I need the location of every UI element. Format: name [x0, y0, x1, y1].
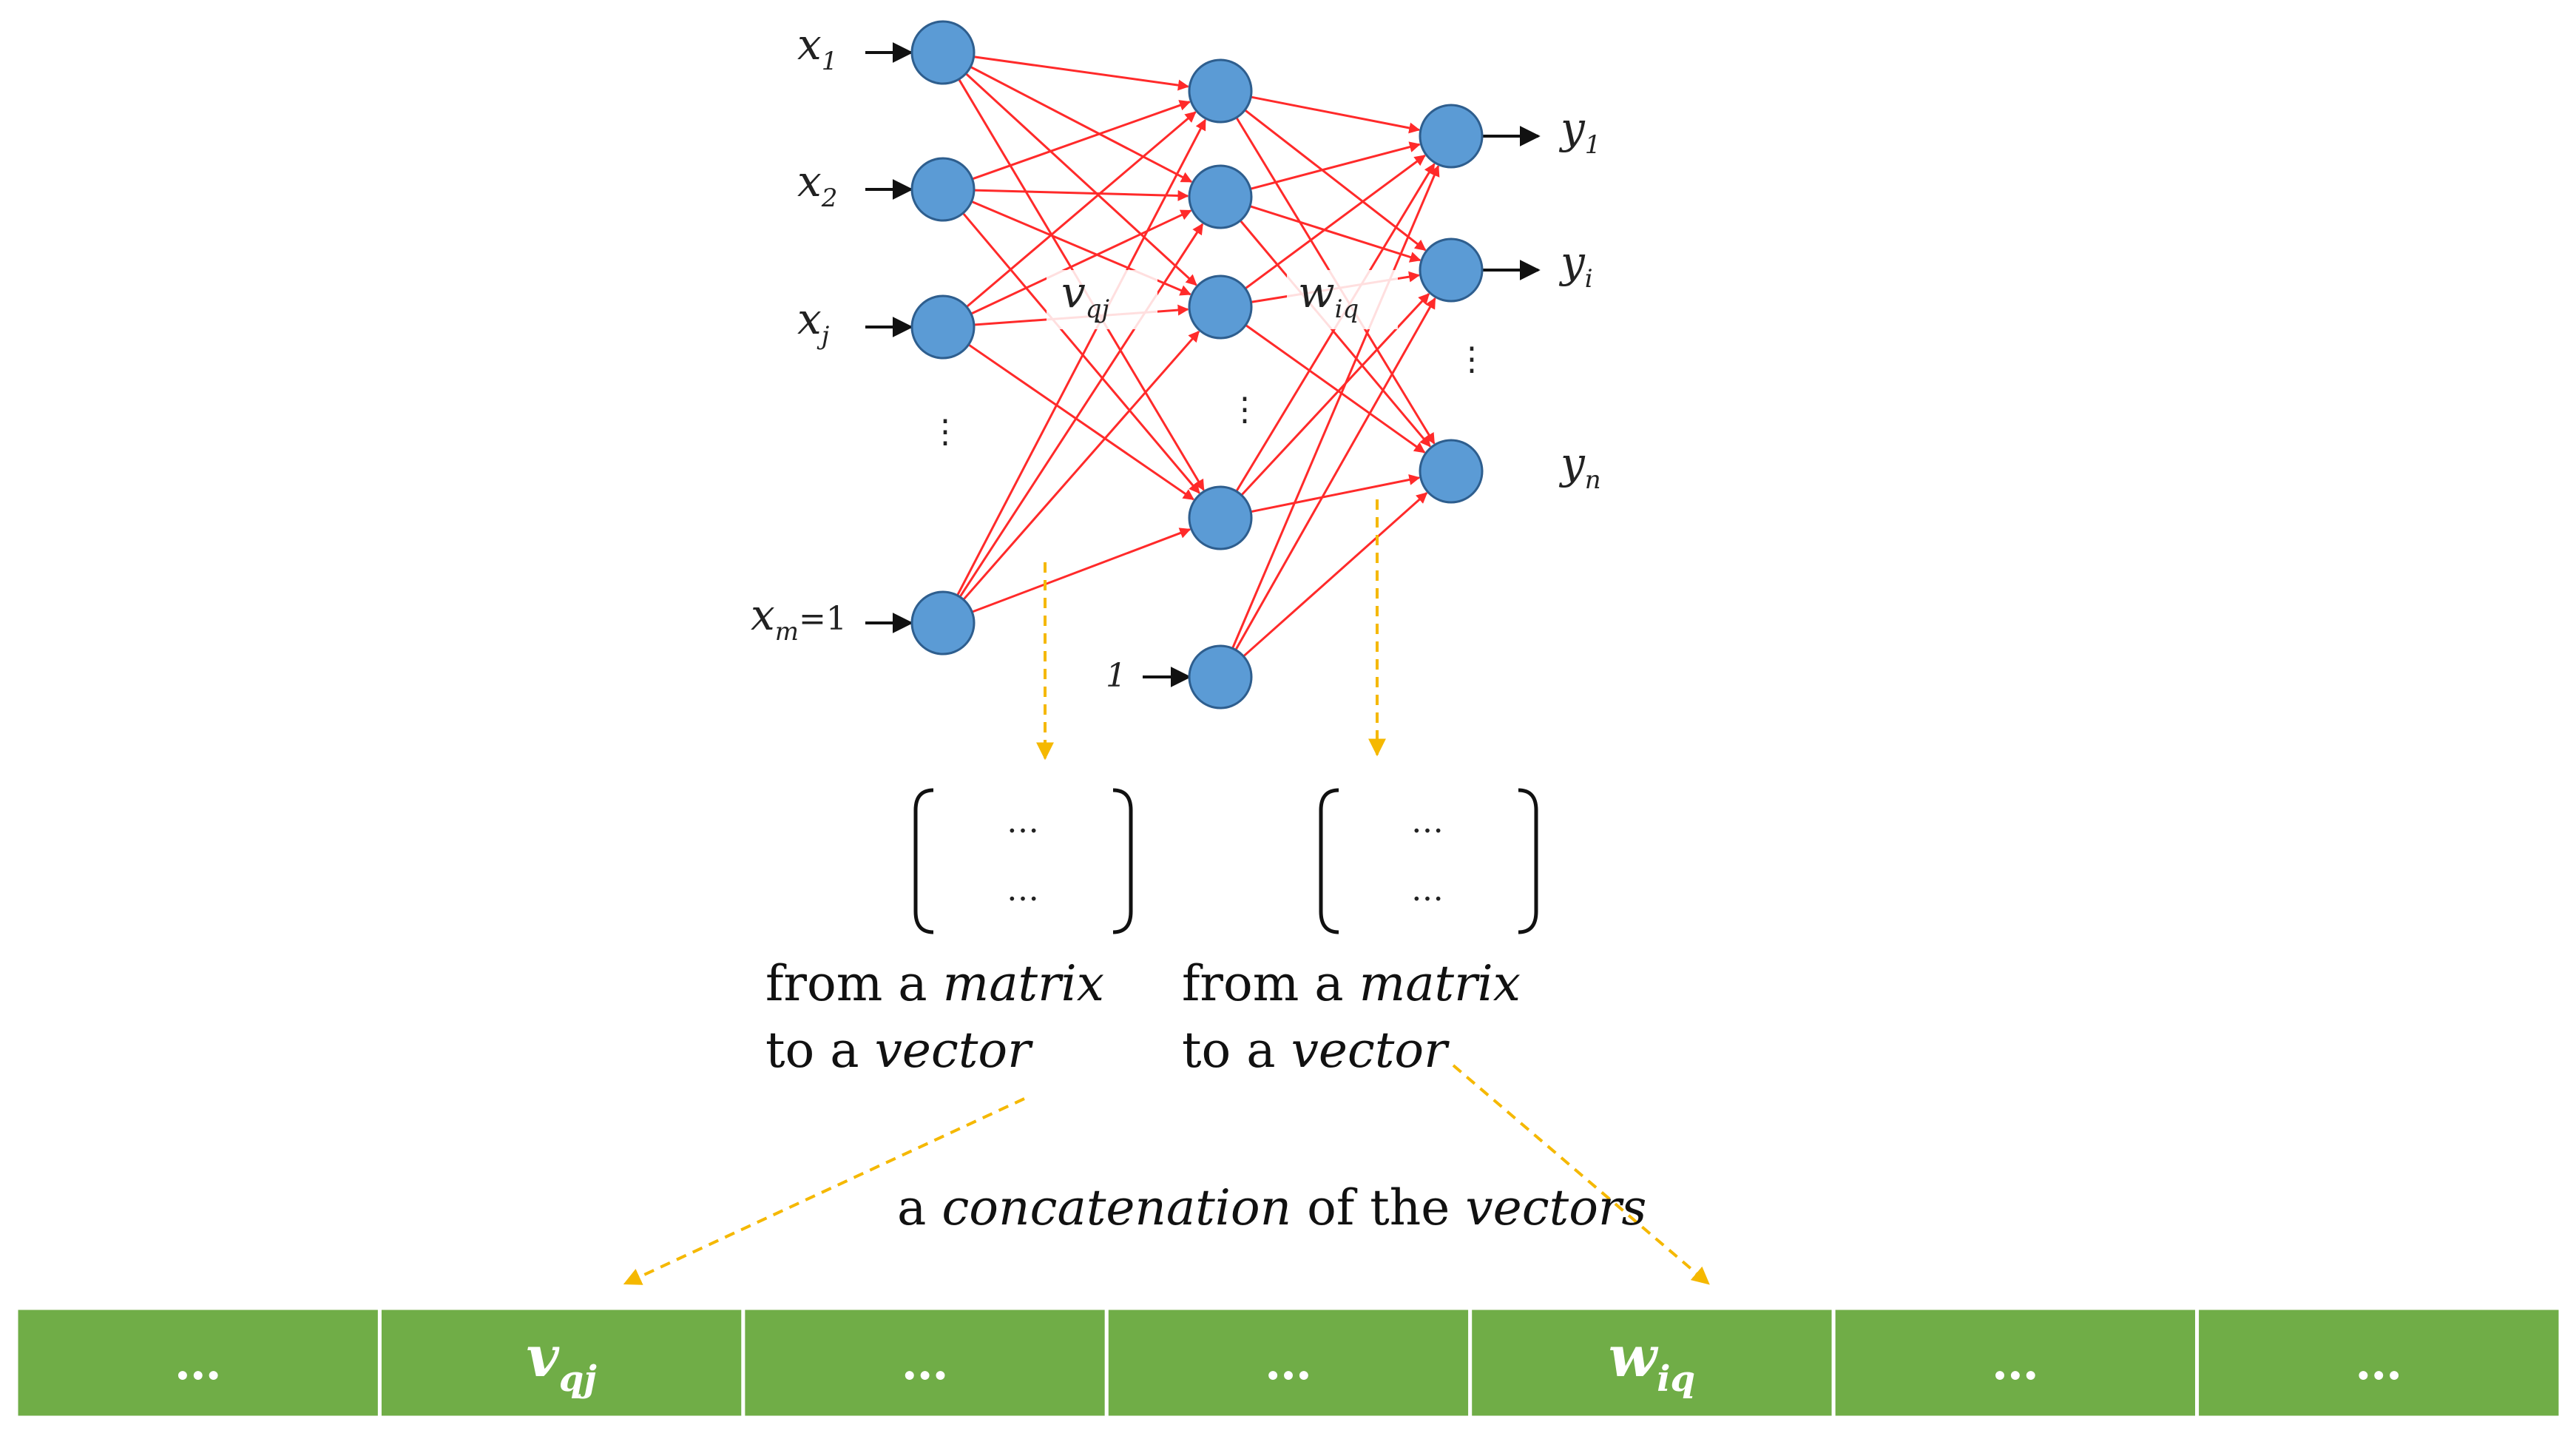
edge-hidden-4-output-1: [1234, 297, 1436, 651]
hidden-node-1: [1188, 58, 1253, 124]
matrix-right: … …: [1319, 788, 1538, 934]
matrix-left-row2: …: [1007, 871, 1039, 909]
edge-input-2-hidden-1: [970, 209, 1192, 315]
bias-label: 1: [1106, 657, 1126, 695]
vector-cell: [741, 1306, 1109, 1420]
edge-input-1-hidden-3: [961, 212, 1200, 494]
edge-input-2-hidden-3: [967, 343, 1194, 501]
vector-cell: [14, 1306, 382, 1420]
vector-cell-label: vqj: [527, 1324, 597, 1400]
input-ellipsis: ⋮: [929, 413, 961, 451]
caption-left-line1: from a matrix: [765, 955, 1104, 1012]
vector-cell: [2195, 1306, 2563, 1420]
input-node-1: [910, 20, 976, 85]
concatenated-vector-bar: … vqj … … wiq … …: [14, 1306, 2563, 1420]
weight-label-v: vqj: [1061, 267, 1110, 324]
matrix-left: … …: [913, 788, 1133, 934]
bracket-left-close: [1112, 788, 1133, 934]
output-node-1: [1419, 104, 1484, 169]
input-node-j: [910, 294, 976, 360]
caption-right-line1: from a matrix: [1182, 955, 1521, 1012]
matrix-right-row1: …: [1411, 803, 1444, 840]
vector-cell: [377, 1306, 746, 1420]
hidden-bias-node: [1188, 644, 1253, 710]
edge-hidden-4-output-2: [1243, 492, 1428, 658]
input-labels: x1 x2 xj xm=1 1: [751, 19, 1126, 695]
output-label-1: y1: [1558, 103, 1600, 160]
edge-input-0-hidden-0: [973, 55, 1189, 91]
network-edges: [956, 55, 1440, 658]
edge-hidden-4-output-0: [1231, 165, 1440, 649]
input-layer: [910, 20, 976, 656]
vector-cell-label: …: [2355, 1335, 2402, 1391]
edge-input-3-hidden-1: [959, 223, 1204, 598]
vector-cell: [1831, 1306, 2200, 1420]
vector-cell-label: …: [902, 1335, 949, 1391]
vector-cell-label: …: [175, 1335, 222, 1391]
edge-input-3-hidden-0: [956, 118, 1206, 596]
bracket-left-open: [913, 788, 934, 934]
edge-input-2-hidden-0: [966, 111, 1197, 308]
vector-cell-label: …: [1265, 1335, 1312, 1391]
output-labels: y1 yi yn: [1558, 103, 1601, 495]
output-layer: [1419, 104, 1484, 504]
edge-hidden-1-output-0: [1250, 141, 1421, 190]
edge-hidden-3-output-2: [1250, 474, 1421, 513]
matrix-left-row1: …: [1007, 803, 1039, 840]
caption-left-line2: to a vector: [765, 1022, 1033, 1079]
vector-cell-label: …: [1992, 1335, 2039, 1391]
output-node-i: [1419, 237, 1484, 303]
edge-hidden-2-output-0: [1244, 154, 1426, 290]
bracket-right-open: [1319, 788, 1339, 934]
output-label-n: yn: [1558, 438, 1601, 495]
edge-input-3-hidden-3: [971, 528, 1191, 613]
hidden-node-2: [1188, 164, 1253, 229]
edge-hidden-1-output-1: [1249, 205, 1421, 263]
output-node-n: [1419, 439, 1484, 504]
input-label-j: xj: [797, 294, 830, 351]
edge-hidden-2-output-2: [1245, 324, 1426, 454]
hidden-ellipsis: ⋮: [1228, 391, 1261, 428]
edge-input-1-hidden-1: [973, 189, 1189, 201]
caption-concatenation: a concatenation of the vectors: [897, 1179, 1646, 1236]
input-label-m: xm=1: [751, 590, 847, 647]
edge-input-3-hidden-2: [962, 330, 1200, 601]
input-node-m: [910, 590, 976, 656]
output-label-i: yi: [1558, 237, 1593, 294]
input-label-2: x2: [797, 156, 837, 213]
matrix-right-row2: …: [1411, 871, 1444, 909]
caption-right-line2: to a vector: [1182, 1022, 1450, 1079]
vector-cell: [1104, 1306, 1473, 1420]
flow-arrows: [623, 499, 1710, 1285]
edge-hidden-0-output-0: [1250, 95, 1421, 134]
edge-hidden-1-output-2: [1239, 220, 1431, 448]
edge-hidden-0-output-1: [1244, 109, 1427, 252]
arrow-right-to-bar: [1452, 1064, 1710, 1285]
vector-cell-label: wiq: [1609, 1324, 1695, 1400]
input-label-1: x1: [797, 19, 837, 76]
hidden-layer: [1188, 58, 1253, 710]
weight-label-w: wiq: [1298, 267, 1359, 324]
output-ellipsis: ⋮: [1456, 340, 1488, 378]
arrow-left-to-bar: [623, 1097, 1025, 1285]
hidden-node-last: [1188, 485, 1253, 550]
hidden-node-q: [1188, 274, 1253, 340]
edge-input-1-hidden-0: [972, 100, 1191, 181]
input-node-2: [910, 157, 976, 222]
bracket-right-close: [1518, 788, 1538, 934]
edge-input-0-hidden-1: [970, 66, 1193, 183]
input-arrows: [865, 42, 1541, 687]
edge-input-0-hidden-2: [964, 73, 1197, 286]
